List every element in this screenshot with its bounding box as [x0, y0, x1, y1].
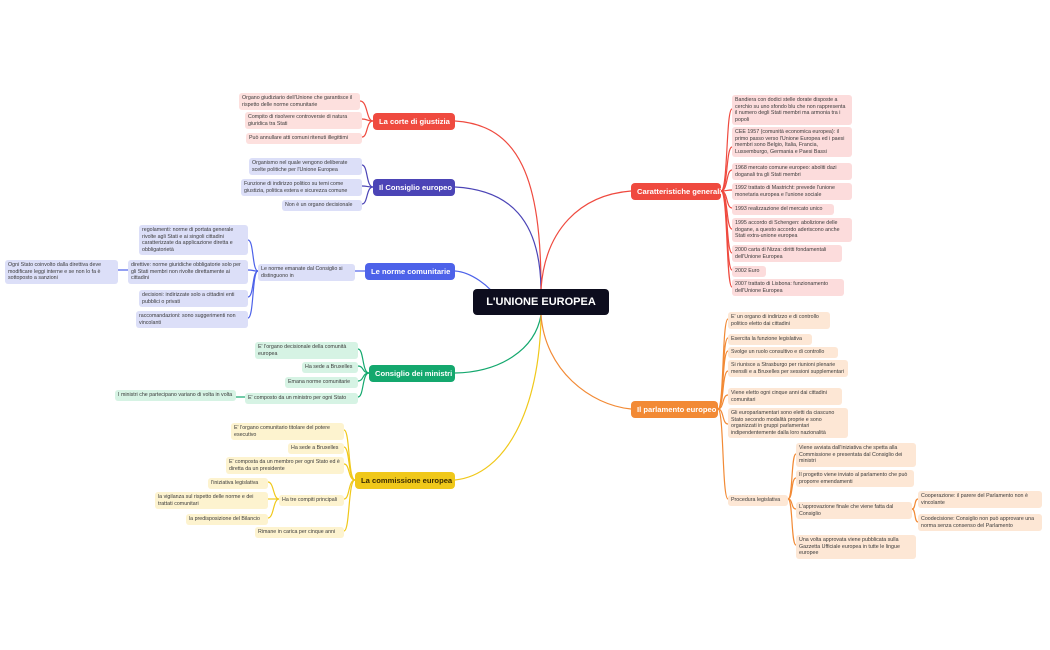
- parlamento-item-2[interactable]: Esercita la funzione legislativa: [728, 334, 812, 345]
- compito-1[interactable]: l'iniziativa legislativa: [208, 478, 268, 489]
- consiglio-ministri-item-4[interactable]: E' composto da un ministro per ogni Stat…: [245, 393, 358, 404]
- caratteristiche-item-3[interactable]: 1968 mercato comune europeo: aboliti daz…: [732, 163, 852, 181]
- consiglio-ministri-item-1[interactable]: E' l'organo decisionale della comunità e…: [255, 342, 358, 360]
- commissione-item-4[interactable]: Ha tre compiti principali: [279, 495, 344, 506]
- compito-2[interactable]: la vigilanza sul rispetto delle norme e …: [155, 492, 268, 510]
- procedura-step-3[interactable]: L'approvazione finale che viene fatta da…: [796, 502, 912, 520]
- branch-parlamento[interactable]: Il parlamento europeo: [631, 401, 718, 418]
- corte-item-3[interactable]: Può annullare atti comuni ritenuti illeg…: [246, 133, 362, 144]
- caratteristiche-item-7[interactable]: 2000 carta di Nizza: diritti fondamental…: [732, 245, 842, 263]
- commissione-item-3[interactable]: E' composta da un membro per ogni Stato …: [226, 457, 344, 475]
- caratteristiche-item-6[interactable]: 1995 accordo di Schengen: abolizione del…: [732, 218, 852, 242]
- parlamento-item-3[interactable]: Svolge un ruolo consultivo e di controll…: [728, 347, 838, 358]
- compito-3[interactable]: la predisposizione del Bilancio: [186, 514, 268, 525]
- ministri-note[interactable]: I ministri che partecipano variano di vo…: [115, 390, 236, 401]
- consiglio-europeo-item-2[interactable]: Funzione di indirizzo politico su temi c…: [241, 179, 362, 197]
- connector-commissione: [454, 314, 542, 481]
- connector-consiglio-europeo: [454, 186, 542, 290]
- connector-caratteristiche: [540, 190, 632, 290]
- parlamento-item-1[interactable]: E' un organo di indirizzo e di controllo…: [728, 312, 830, 330]
- procedura-step-4[interactable]: Una volta approvata viene pubblicata sul…: [796, 535, 916, 559]
- corte-item-2[interactable]: Compito di risolvere controversie di nat…: [245, 112, 362, 130]
- branch-consiglio-europeo[interactable]: Il Consiglio europeo: [373, 179, 455, 196]
- direttive-note[interactable]: Ogni Stato coinvolto dalla direttiva dev…: [5, 260, 118, 284]
- branch-corte[interactable]: La corte di giustizia: [373, 113, 455, 130]
- approvazione-cooperazione[interactable]: Cooperazione: il parere del Parlamento n…: [918, 491, 1042, 509]
- caratteristiche-item-5[interactable]: 1993 realizzazione del mercato unico: [732, 204, 834, 215]
- caratteristiche-item-4[interactable]: 1992 trattato di Mastricht: prevede l'un…: [732, 183, 852, 201]
- branch-consiglio-ministri[interactable]: Consiglio dei ministri: [369, 365, 455, 382]
- norme-decisioni[interactable]: decisioni: indirizzate solo a cittadini …: [139, 290, 248, 308]
- consiglio-europeo-item-3[interactable]: Non è un organo decisionale: [282, 200, 362, 211]
- branch-caratteristiche[interactable]: Caratteristiche generali: [631, 183, 721, 200]
- caratteristiche-item-8[interactable]: 2002 Euro: [732, 266, 766, 277]
- parlamento-item-4[interactable]: Si riunisce a Strasburgo per riunioni pl…: [728, 360, 848, 378]
- norme-raccomandazioni[interactable]: raccomandazioni: sono suggerimenti non v…: [136, 311, 248, 329]
- caratteristiche-item-2[interactable]: CEE 1957 (comunità economica europea): i…: [732, 127, 852, 158]
- consiglio-ministri-item-3[interactable]: Emana norme comunitarie: [285, 377, 358, 388]
- consiglio-europeo-item-1[interactable]: Organismo nel quale vengono deliberate s…: [249, 158, 362, 176]
- caratteristiche-item-1[interactable]: Bandiera con dodici stelle dorate dispos…: [732, 95, 852, 126]
- branch-norme[interactable]: Le norme comunitarie: [365, 263, 455, 280]
- consiglio-ministri-item-2[interactable]: Ha sede a Bruxelles: [302, 362, 358, 373]
- commissione-item-2[interactable]: Ha sede a Bruxelles: [288, 443, 344, 454]
- norme-direttive[interactable]: direttive: norme giuridiche obbligatorie…: [128, 260, 248, 284]
- corte-item-1[interactable]: Organo giudiziario dell'Unione che garan…: [239, 93, 360, 111]
- connector-consiglio-ministri: [454, 314, 542, 374]
- commissione-item-5[interactable]: Rimane in carica per cinque anni: [255, 527, 344, 538]
- parlamento-item-5[interactable]: Viene eletto ogni cinque anni dai cittad…: [728, 388, 842, 406]
- approvazione-coodecisione[interactable]: Coodecisione: Consiglio non può approvar…: [918, 514, 1042, 532]
- commissione-item-1[interactable]: E' l'organo comunitario titolare del pot…: [231, 423, 344, 441]
- branch-commissione[interactable]: La commissione europea: [355, 472, 455, 489]
- procedura-step-1[interactable]: Viene avviata dall'iniziativa che spetta…: [796, 443, 916, 467]
- central-topic[interactable]: L'UNIONE EUROPEA: [473, 289, 609, 315]
- procedura-legislativa[interactable]: Procedura legislativa: [728, 495, 788, 506]
- parlamento-item-6[interactable]: Gli europarlamentari sono eletti da cias…: [728, 408, 848, 439]
- norme-sub[interactable]: Le norme emanate dal Consiglio si distin…: [258, 264, 355, 282]
- caratteristiche-item-9[interactable]: 2007 trattato di Lisbona: funzionamento …: [732, 279, 844, 297]
- norme-regolamenti[interactable]: regolamenti: norme di portata generale r…: [139, 225, 248, 256]
- connector-corte: [454, 120, 542, 290]
- procedura-step-2[interactable]: Il progetto viene inviato al parlamento …: [796, 470, 914, 488]
- connector-parlamento: [540, 314, 632, 410]
